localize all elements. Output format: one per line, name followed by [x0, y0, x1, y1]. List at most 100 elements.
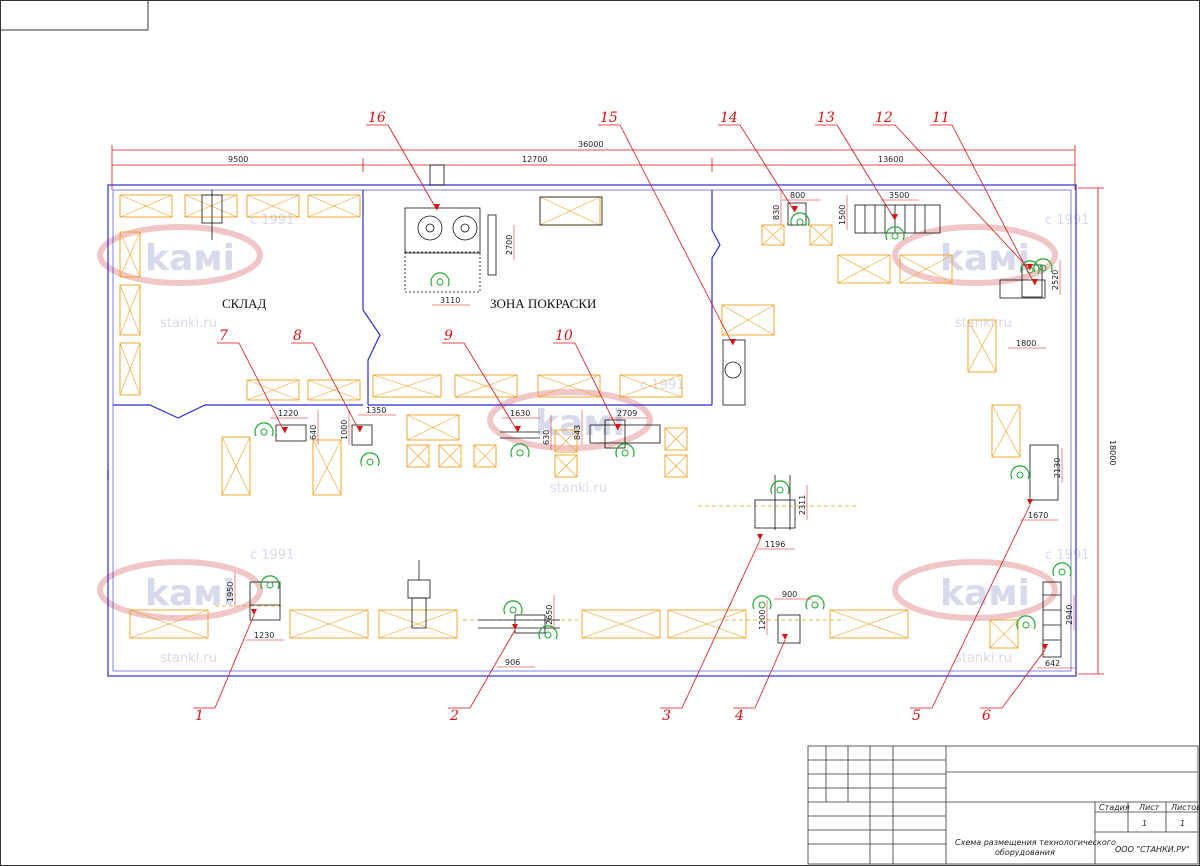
machines	[201, 164, 1062, 658]
machine-9	[500, 431, 540, 439]
callout-number: 13	[817, 110, 835, 126]
equipment-dimension: 1500	[838, 205, 847, 225]
equipment-dimension: 900	[782, 590, 797, 599]
callout-11: 11	[930, 110, 1038, 286]
machine-15	[722, 339, 746, 406]
operator-icon	[254, 422, 274, 437]
zone-paint-label: ЗОНА ПОКРАСКИ	[490, 296, 596, 311]
sheets-total: 1	[1180, 819, 1185, 828]
operator-icon	[885, 226, 905, 241]
svg-text:stanki.ru: stanki.ru	[160, 316, 217, 331]
storage-rack	[837, 254, 891, 284]
storage-rack	[899, 254, 953, 284]
storage-rack	[721, 304, 775, 336]
operator-icon	[260, 575, 280, 590]
callout-number: 14	[720, 110, 738, 126]
operator-icon	[752, 595, 772, 610]
storage-rack	[554, 454, 578, 478]
machine-16-paint-booth	[404, 164, 497, 293]
storage-rack	[619, 374, 683, 398]
equipment-dimension: 1350	[366, 406, 386, 415]
machine-5	[1029, 444, 1059, 501]
storage-rack	[378, 609, 458, 639]
equipment-dimension: 1220	[278, 409, 298, 418]
operator-icon	[1033, 258, 1053, 273]
storage-rack	[119, 284, 141, 336]
svg-text:с 1991: с 1991	[250, 213, 294, 228]
machine-hoist	[407, 560, 431, 629]
equipment-dimension: 2709	[617, 409, 637, 418]
svg-text:stanki.ru: stanki.ru	[955, 651, 1012, 666]
callout-5: 5	[910, 499, 1033, 724]
svg-text:stanki.ru: stanki.ru	[550, 481, 607, 496]
callout-3: 3	[660, 534, 763, 724]
storage-rack	[761, 224, 785, 246]
storage-rack	[989, 619, 1019, 649]
watermark-logo: kaмi с 1991 stanki.ru	[487, 378, 684, 496]
svg-text:с 1991: с 1991	[250, 548, 294, 563]
dim-seg-1: 9500	[228, 155, 248, 164]
zone-warehouse-label: СКЛАД	[222, 296, 267, 311]
svg-text:kaмi: kaмi	[145, 573, 235, 614]
storage-rack	[119, 231, 141, 278]
storage-rack	[289, 609, 369, 639]
lists-label: Листов	[1170, 803, 1200, 812]
operator-icon	[503, 600, 523, 615]
svg-text:с 1991: с 1991	[1045, 548, 1089, 563]
callout-10: 10	[553, 328, 621, 431]
storage-rack	[221, 436, 251, 496]
company-name: ООО "СТАНКИ.РУ"	[1115, 845, 1190, 854]
storage-rack	[246, 194, 300, 218]
callout-15: 15	[598, 110, 736, 346]
equipment-dimension: 1630	[510, 409, 530, 418]
machine-7	[275, 424, 307, 442]
storage-rack	[473, 444, 497, 468]
storage-rack	[246, 379, 300, 401]
storage-rack	[667, 609, 747, 639]
list-label: Лист	[1138, 803, 1160, 812]
svg-text:stanki.ru: stanki.ru	[955, 316, 1012, 331]
equipment-dimension: 843	[573, 425, 582, 440]
dim-seg-3: 13600	[878, 155, 903, 164]
equipment-dimension: 800	[790, 191, 805, 200]
svg-text:kaмi: kaмi	[940, 238, 1030, 279]
storage-rack	[454, 374, 518, 398]
equipment-dimension: 2520	[1051, 270, 1060, 290]
machine-4	[777, 614, 801, 644]
watermark-logo: kaмi с 1991 stanki.ru	[97, 548, 294, 666]
callout-number: 12	[875, 110, 893, 126]
machine-3	[754, 475, 796, 530]
equipment-dimension: 2130	[1053, 458, 1062, 478]
callout-8: 8	[291, 328, 363, 433]
equipment-dimension: 640	[309, 425, 318, 440]
machine-14	[787, 202, 807, 226]
equipment-dimension: 1800	[1016, 339, 1036, 348]
callout-1: 1	[193, 609, 257, 724]
callout-16: 16	[366, 110, 440, 211]
storage-rack	[539, 196, 601, 226]
equipment-dimension: 630	[542, 430, 551, 445]
dim-overall-length: 36000	[578, 140, 603, 149]
equipment-dimension: 830	[772, 205, 781, 220]
storage-rack	[119, 194, 173, 218]
callout-number: 2	[449, 708, 459, 724]
machine-paint-table	[539, 196, 603, 226]
callout-2: 2	[448, 624, 518, 724]
equipment-dimension: 3500	[889, 191, 909, 200]
svg-text:kaмi: kaмi	[940, 573, 1030, 614]
storage-rack	[307, 194, 361, 218]
storage-rack	[312, 439, 342, 496]
equipment-dimension: 2700	[505, 235, 514, 255]
watermarks: kaмi с 1991 stanki.ru kaмi с 1991 stanki…	[97, 213, 1089, 666]
equipment-dimension: 1196	[765, 540, 785, 549]
equipment-dimension: 3110	[440, 296, 460, 305]
operator-icon	[538, 625, 558, 640]
callout-number: 5	[912, 708, 921, 724]
storage-rack	[967, 319, 997, 373]
callout-number: 15	[600, 110, 618, 126]
title-block	[807, 745, 1199, 865]
callout-number: 10	[555, 328, 573, 344]
